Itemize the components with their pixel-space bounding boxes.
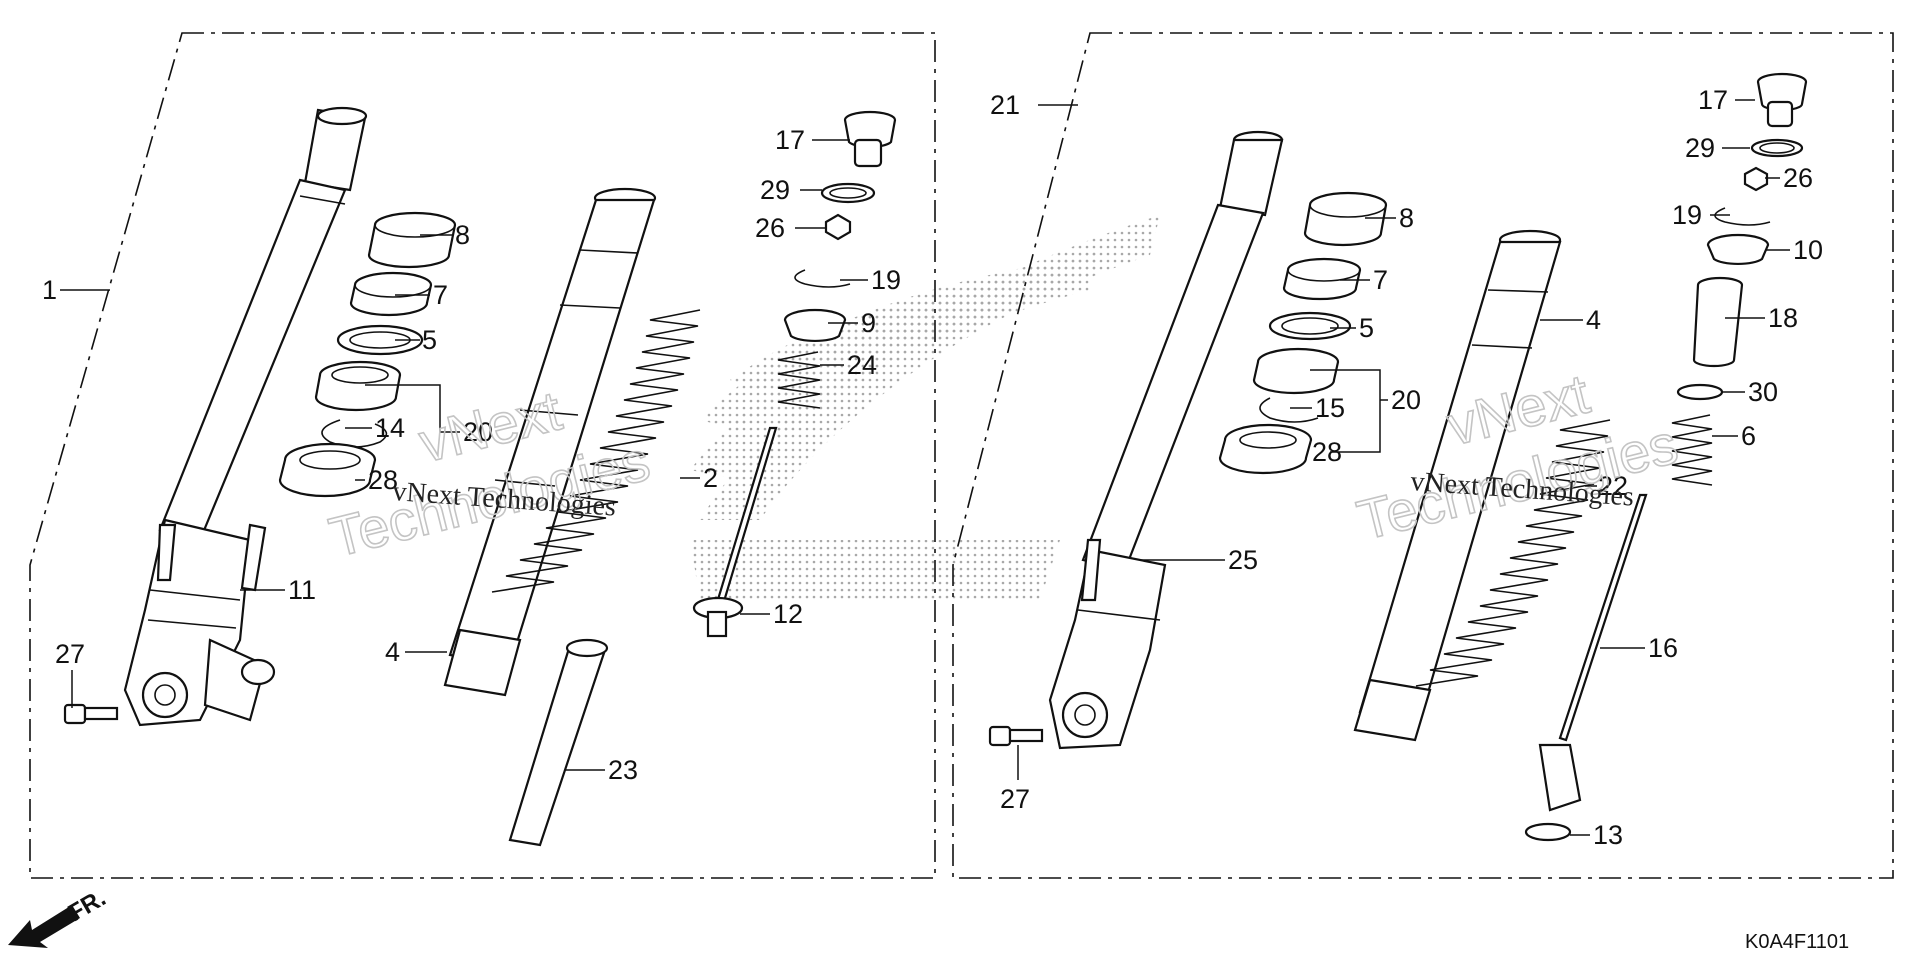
callout-7: 7 xyxy=(433,280,448,310)
right-callouts: 21 8 7 5 15 20 28 25 27 4 22 17 29 26 19… xyxy=(990,85,1823,850)
callout-8: 8 xyxy=(455,220,470,250)
leader-lines xyxy=(60,99,1790,836)
callout-19-right: 19 xyxy=(1672,200,1702,230)
left-callouts: 1 8 7 5 14 20 28 11 27 4 2 23 17 29 26 1… xyxy=(42,125,901,785)
front-arrow-icon xyxy=(8,905,80,948)
callout-28-right: 28 xyxy=(1312,437,1342,467)
callout-30: 30 xyxy=(1748,377,1778,407)
callout-22: 22 xyxy=(1598,471,1628,501)
callout-13: 13 xyxy=(1593,820,1623,850)
callout-24: 24 xyxy=(847,350,877,380)
callout-10: 10 xyxy=(1793,235,1823,265)
bottom-case-left xyxy=(123,518,276,727)
callout-17-right: 17 xyxy=(1698,85,1728,115)
callout-28: 28 xyxy=(368,465,398,495)
damper-rod-left xyxy=(508,638,609,847)
callout-26-right: 26 xyxy=(1783,163,1813,193)
seal-stack-right xyxy=(1218,191,1388,475)
callout-23: 23 xyxy=(608,755,638,785)
outer-tube-left xyxy=(443,187,657,697)
callout-17: 17 xyxy=(775,125,805,155)
callout-26: 26 xyxy=(755,213,785,243)
callout-15: 15 xyxy=(1315,393,1345,423)
callout-7-right: 7 xyxy=(1373,265,1388,295)
callout-27-right: 27 xyxy=(1000,784,1030,814)
diagram-code: K0A4F1101 xyxy=(1745,931,1849,953)
callout-25: 25 xyxy=(1228,545,1258,575)
wing-logo-watermark xyxy=(690,215,1160,600)
left-group-frame xyxy=(29,32,936,879)
callout-19: 19 xyxy=(871,265,901,295)
callout-20: 20 xyxy=(463,417,493,447)
callout-5-right: 5 xyxy=(1359,313,1374,343)
callout-21: 21 xyxy=(990,90,1020,120)
top-cap-left xyxy=(692,110,897,638)
bolt-right xyxy=(988,725,1044,747)
callout-27: 27 xyxy=(55,639,85,669)
top-cap-right xyxy=(1524,72,1808,842)
callout-12: 12 xyxy=(773,599,803,629)
callout-11: 11 xyxy=(288,575,316,605)
fork-spring-left xyxy=(491,309,701,593)
callout-18: 18 xyxy=(1768,303,1798,333)
inner-tube-right xyxy=(1081,130,1284,572)
callout-2: 2 xyxy=(703,463,718,493)
bottom-case-right xyxy=(1048,538,1167,750)
callout-1: 1 xyxy=(42,275,57,305)
callout-29-right: 29 xyxy=(1685,133,1715,163)
callout-8-right: 8 xyxy=(1399,203,1414,233)
right-group-frame xyxy=(952,32,1894,879)
left-parts xyxy=(63,106,897,847)
callout-5: 5 xyxy=(422,325,437,355)
callout-4-right: 4 xyxy=(1586,305,1601,335)
outer-tube-right xyxy=(1353,229,1562,742)
right-parts xyxy=(988,72,1808,842)
callout-4: 4 xyxy=(385,637,400,667)
callout-9: 9 xyxy=(861,308,876,338)
callout-29: 29 xyxy=(760,175,790,205)
callout-16: 16 xyxy=(1648,633,1678,663)
front-direction-indicator: FR. xyxy=(8,884,110,948)
callout-6: 6 xyxy=(1741,421,1756,451)
bolt-left xyxy=(63,703,119,725)
fork-spring-right xyxy=(1415,419,1611,687)
callout-14: 14 xyxy=(375,413,405,443)
seal-stack-left xyxy=(278,211,457,498)
callout-20-right: 20 xyxy=(1391,385,1421,415)
